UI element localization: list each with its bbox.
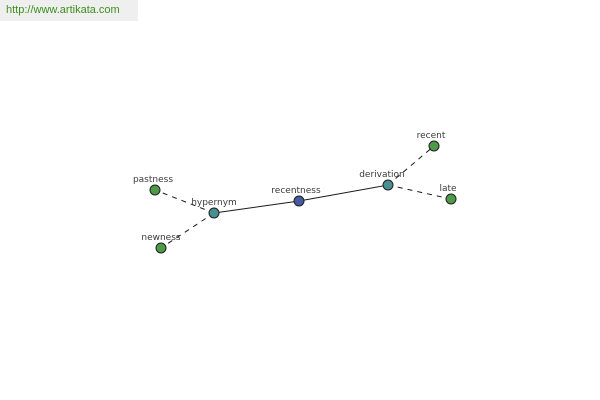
node-dot-derivation[interactable] — [382, 179, 394, 191]
node-dot-newness[interactable] — [155, 242, 167, 254]
node-label-newness: newness — [141, 233, 181, 243]
url-banner[interactable]: http://www.artikata.com — [0, 0, 138, 21]
node-dot-recent[interactable] — [428, 140, 440, 152]
edge-derivation-late — [387, 184, 452, 200]
edge-recentness-derivation — [298, 184, 389, 202]
node-recent[interactable]: recent — [417, 131, 446, 152]
node-pastness[interactable]: pastness — [133, 175, 173, 196]
graph-edges — [154, 145, 452, 249]
node-label-recentness: recentness — [271, 186, 321, 196]
edge-recentness-hypernym — [213, 200, 300, 214]
node-label-pastness: pastness — [133, 175, 173, 185]
node-label-recent: recent — [417, 131, 446, 141]
node-derivation[interactable]: derivation — [359, 170, 405, 191]
graph-nodes: recentness hypernym derivation pastness newn… — [133, 131, 457, 254]
node-dot-pastness[interactable] — [149, 184, 161, 196]
node-late[interactable]: late — [439, 184, 457, 205]
edge-derivation-recent — [387, 145, 435, 186]
edge-hypernym-pastness — [154, 189, 215, 214]
node-label-late: late — [439, 184, 457, 194]
node-dot-hypernym[interactable] — [208, 207, 220, 219]
node-dot-late[interactable] — [445, 193, 457, 205]
node-recentness[interactable]: recentness — [271, 186, 321, 207]
node-newness[interactable]: newness — [141, 233, 181, 254]
node-label-hypernym: hypernym — [191, 198, 237, 208]
node-dot-recentness[interactable] — [293, 195, 305, 207]
edge-hypernym-newness — [160, 212, 215, 249]
node-hypernym[interactable]: hypernym — [191, 198, 237, 219]
node-label-derivation: derivation — [359, 170, 405, 180]
